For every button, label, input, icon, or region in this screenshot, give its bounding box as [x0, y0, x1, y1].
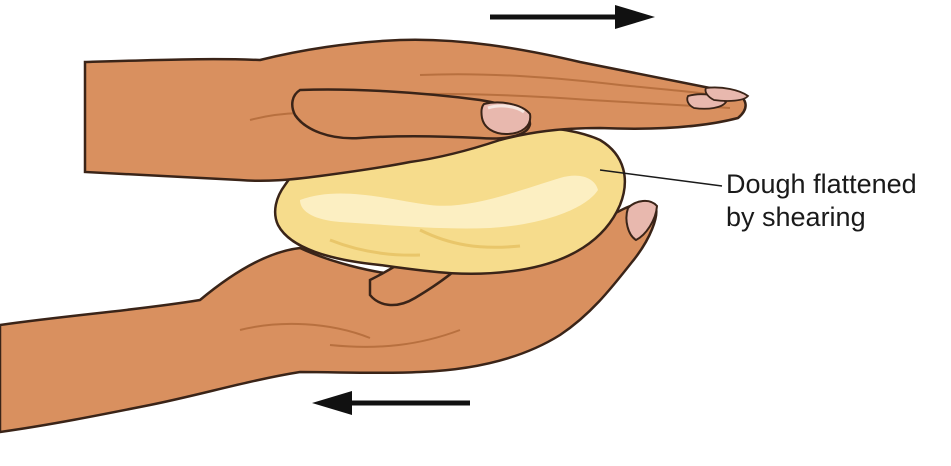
bottom-arrow	[312, 391, 470, 415]
top-arrow	[490, 5, 655, 29]
upper-hand	[85, 40, 748, 181]
annotation-line-1: Dough flattened	[726, 168, 917, 201]
annotation-line-2: by shearing	[726, 201, 917, 234]
annotation-label: Dough flattened by shearing	[726, 168, 917, 234]
